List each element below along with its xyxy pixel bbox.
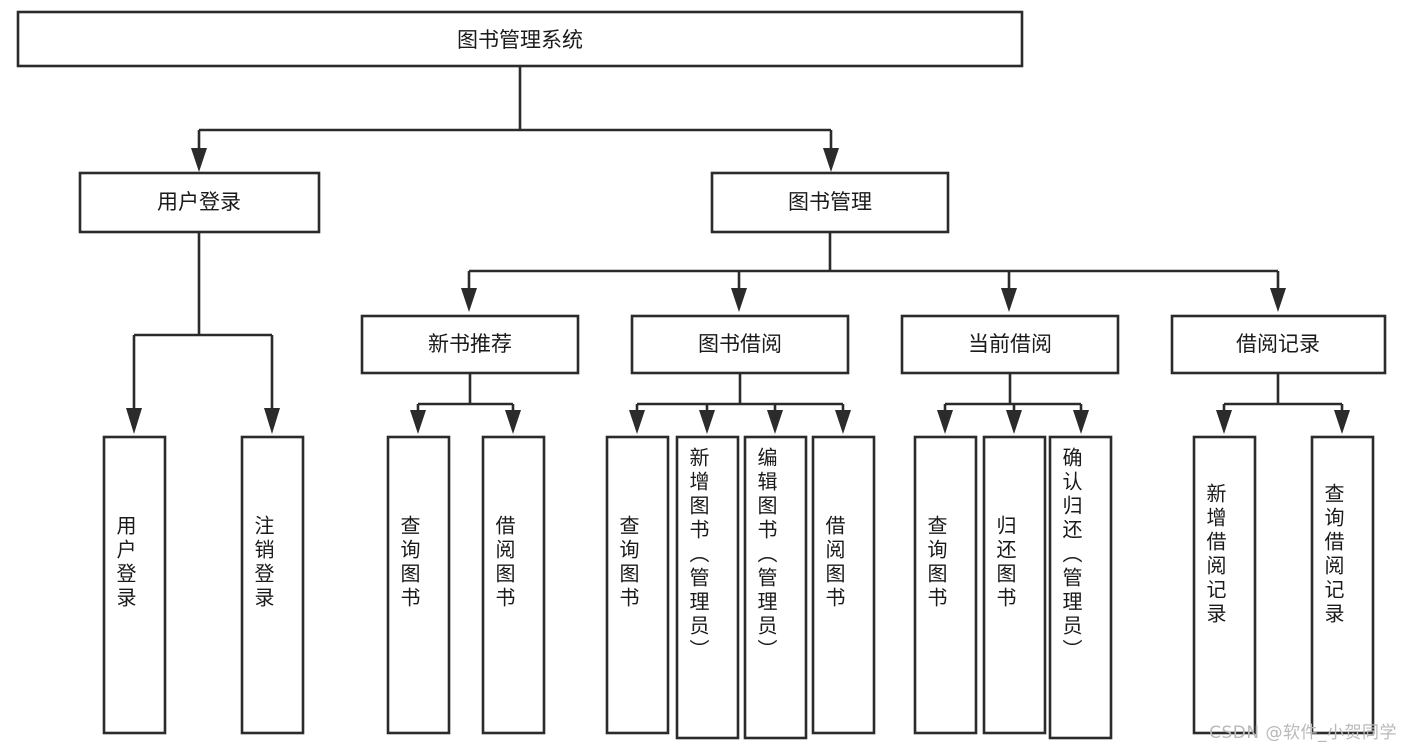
node-book-manage-label: 图书管理 [788,190,872,214]
arrow-head-icon [699,410,715,434]
arrow-head-icon [767,410,783,434]
arrow-head-icon [505,410,521,434]
connector-bookborrow-to-leaves [629,373,851,434]
arrow-head-icon [461,288,477,312]
arrow-head-icon [835,410,851,434]
connector-bookmanage-to-level3 [461,232,1286,312]
leaf-box [811,435,876,735]
node-borrow-record-label: 借阅记录 [1236,332,1320,356]
arrow-head-icon [264,408,280,434]
node-new-book-rec-label: 新书推荐 [428,332,512,356]
arrow-head-icon [191,148,207,172]
node-new-book-rec-box [360,314,580,375]
node-current-borrow: 当前借阅 [900,314,1120,375]
leaf-box [1048,435,1113,740]
leaf-box [675,435,740,740]
node-book-borrow: 图书借阅 [630,314,850,375]
arrow-head-icon [1073,410,1089,434]
node-user-login-box [78,171,321,234]
leaf-box [1310,435,1375,735]
connector-currentborrow-to-leaves [937,373,1089,434]
arrow-head-icon [937,410,953,434]
arrow-head-icon [126,408,142,434]
arrow-head-icon [1270,288,1286,312]
arrow-head-icon [1006,410,1022,434]
connector-newbookrec-to-leaves [410,373,521,434]
leaf-box [386,435,451,735]
node-user-login: 用户登录 [78,171,321,234]
leaf-box [1192,435,1257,735]
node-root-label: 图书管理系统 [457,28,583,52]
leaf-box [913,435,978,735]
node-borrow-record: 借阅记录 [1170,314,1387,375]
arrow-head-icon [823,148,839,172]
node-root-box [16,10,1024,68]
node-new-book-rec: 新书推荐 [360,314,580,375]
node-user-login-label: 用户登录 [157,190,241,214]
leaf-box [102,435,167,735]
arrow-head-icon [1334,410,1350,434]
node-current-borrow-box [900,314,1120,375]
leaf-box [240,435,305,735]
node-book-borrow-label: 图书借阅 [698,332,782,356]
node-current-borrow-label: 当前借阅 [968,332,1052,356]
arrow-head-icon [1216,410,1232,434]
node-book-manage: 图书管理 [710,171,950,234]
arrow-head-icon [410,410,426,434]
leaf-box [743,435,808,740]
connector-userlogin-to-leaves [126,232,280,434]
leaf-box [605,435,670,735]
connector-root-to-level2 [191,66,839,172]
connector-borrowrecord-to-leaves [1216,373,1350,434]
arrow-head-icon [1001,288,1017,312]
watermark-text: CSDN @软件_小贺同学 [1209,723,1397,743]
node-root: 图书管理系统 [16,10,1024,68]
arrow-head-icon [629,410,645,434]
arrow-head-icon [731,288,747,312]
leaf-box [982,435,1047,735]
leaf-box [481,435,546,735]
